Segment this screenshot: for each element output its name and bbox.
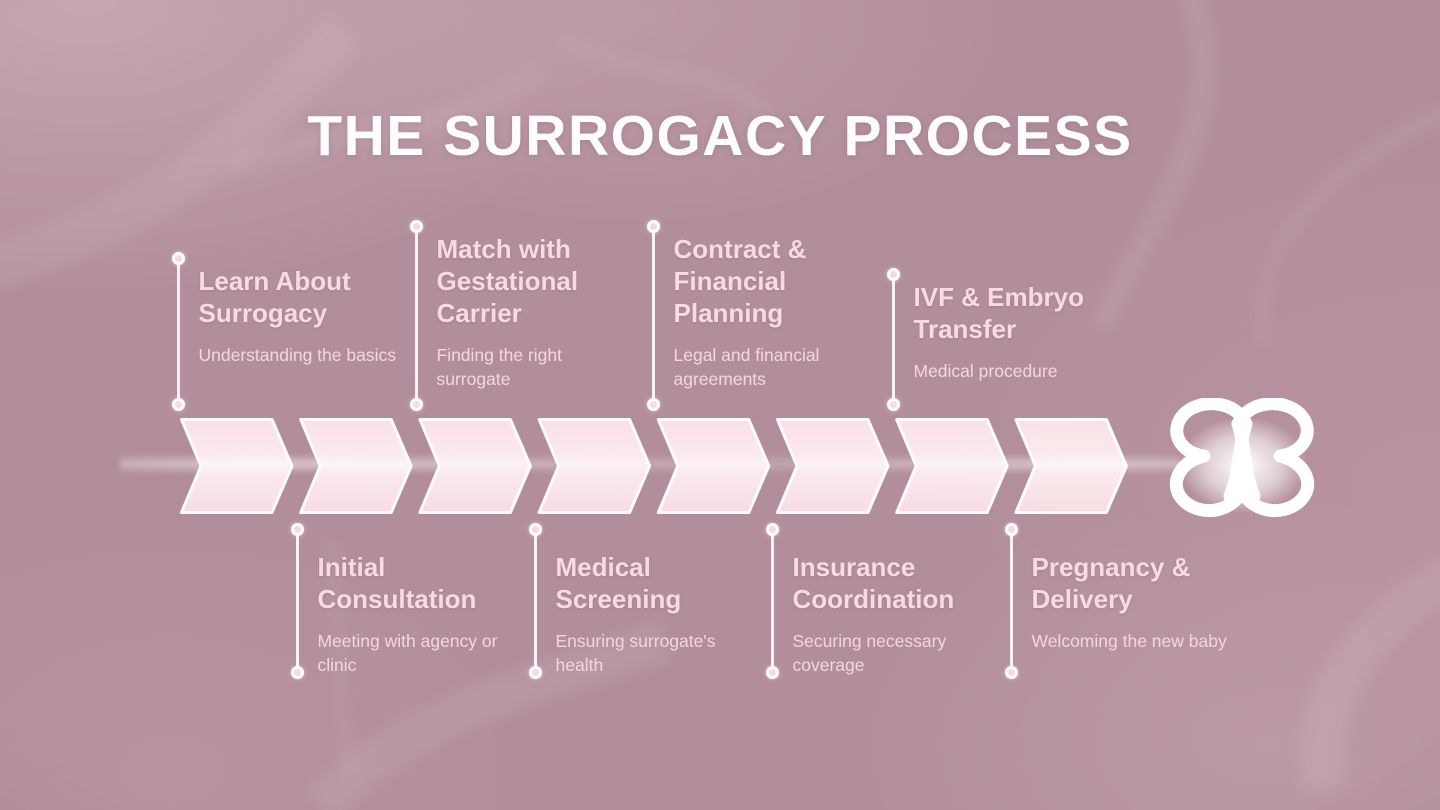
connector-dot [1004,666,1018,679]
connector-dot [528,666,542,679]
connector-line [886,268,900,411]
connector-dot [290,523,304,536]
milestone-subtitle: Understanding the basics [199,343,399,367]
milestone-text: Initial Consultation Meeting with agency… [318,551,518,677]
connector-dot [409,398,423,411]
connector-line [528,523,542,679]
connector-dot [646,398,660,411]
connector-line [646,220,660,411]
connector-line [1004,523,1018,679]
milestone-title: Match with Gestational Carrier [437,233,637,329]
page-title: THE SURROGACY PROCESS [0,103,1440,169]
milestone-text: Contract & Financial Planning Legal and … [674,233,874,391]
connector-line [765,523,779,679]
connector-dot [528,523,542,536]
butterfly-icon [1169,398,1315,518]
milestone-subtitle: Ensuring surrogate's health [556,629,756,677]
milestone-subtitle: Welcoming the new baby [1032,629,1232,653]
milestone-text: Pregnancy & Delivery Welcoming the new b… [1032,551,1232,653]
connector-line [171,252,185,411]
milestone-subtitle: Finding the right surrogate [437,343,637,391]
connector-dot [886,398,900,411]
milestone-title: Contract & Financial Planning [674,233,874,329]
connector-dot [290,666,304,679]
connector-dot [171,252,185,265]
milestone-title: Medical Screening [556,551,756,615]
connector-line [290,523,304,679]
milestone-subtitle: Securing necessary coverage [793,629,993,677]
milestone-text: Medical Screening Ensuring surrogate's h… [556,551,756,677]
connector-dot [1004,523,1018,536]
milestone-subtitle: Medical procedure [914,359,1114,383]
milestone-title: Pregnancy & Delivery [1032,551,1232,615]
connector-line [409,220,423,411]
milestone-subtitle: Meeting with agency or clinic [318,629,518,677]
milestone-subtitle: Legal and financial agreements [674,343,874,391]
milestone-title: Insurance Coordination [793,551,993,615]
connector-dot [171,398,185,411]
milestone-text: Learn About Surrogacy Understanding the … [199,265,399,367]
connector-dot [886,268,900,281]
connector-dot [765,666,779,679]
milestone-text: Match with Gestational Carrier Finding t… [437,233,637,391]
milestone-title: IVF & Embryo Transfer [914,281,1114,345]
connector-dot [646,220,660,233]
connector-dot [409,220,423,233]
milestone-title: Initial Consultation [318,551,518,615]
milestone-text: IVF & Embryo Transfer Medical procedure [914,281,1114,383]
connector-dot [765,523,779,536]
milestone-title: Learn About Surrogacy [199,265,399,329]
milestone-text: Insurance Coordination Securing necessar… [793,551,993,677]
